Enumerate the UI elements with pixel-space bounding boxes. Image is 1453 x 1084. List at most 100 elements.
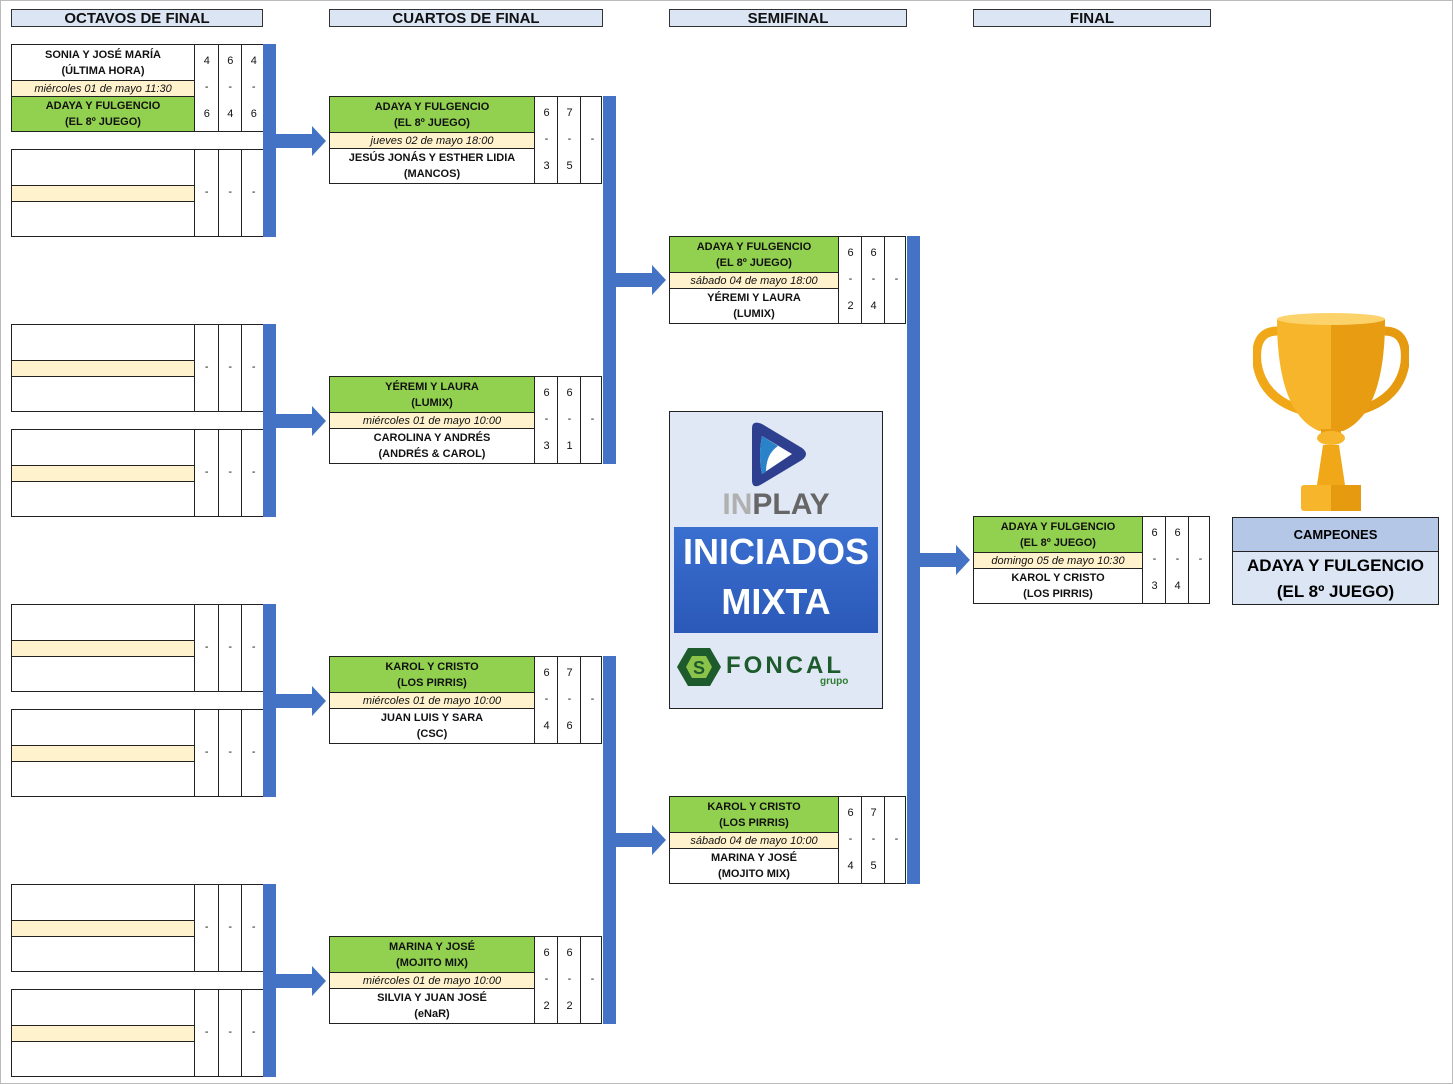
team-alias: (MOJITO MIX) bbox=[718, 868, 790, 880]
team-name: ADAYA Y FULGENCIO bbox=[374, 100, 490, 113]
set-1-column: 6-3 bbox=[534, 97, 558, 183]
match-r16-2: --- bbox=[11, 149, 264, 237]
team-bottom: CAROLINA Y ANDRÉS(ANDRÉS & CAROL) bbox=[330, 429, 534, 463]
set-score: 4 bbox=[203, 55, 210, 67]
set-1-column: - bbox=[194, 990, 219, 1076]
team-name: ADAYA Y FULGENCIO bbox=[1000, 520, 1116, 533]
header-quarterfinals: CUARTOS DE FINAL bbox=[329, 9, 603, 27]
set-score: 6 bbox=[543, 667, 550, 679]
set-2-column: - bbox=[217, 430, 243, 516]
set-3-column: - bbox=[884, 237, 908, 323]
set-score: - bbox=[204, 921, 209, 933]
connector-bar bbox=[907, 236, 920, 884]
set-2-column: 6-4 bbox=[861, 237, 885, 323]
team-name: KAROL Y CRISTO bbox=[385, 660, 479, 673]
set-2-column: - bbox=[217, 990, 243, 1076]
set-score: - bbox=[848, 833, 853, 845]
set-score: - bbox=[567, 693, 572, 705]
team-top: ADAYA Y FULGENCIO(EL 8º JUEGO) bbox=[974, 517, 1142, 552]
set-score: 5 bbox=[566, 160, 573, 172]
team-bottom: KAROL Y CRISTO(LOS PIRRIS) bbox=[974, 569, 1142, 603]
set-score: 7 bbox=[566, 667, 573, 679]
team-alias: (LOS PIRRIS) bbox=[397, 676, 467, 689]
set-2-column: 6-4 bbox=[217, 45, 243, 131]
set-score: - bbox=[251, 361, 256, 373]
sponsor-sub: grupo bbox=[820, 676, 849, 687]
match-date bbox=[12, 640, 194, 657]
set-1-column: 6-4 bbox=[534, 657, 558, 743]
set-score: - bbox=[228, 641, 233, 653]
set-score: - bbox=[251, 1026, 256, 1038]
set-score: - bbox=[894, 273, 899, 285]
set-2-column: 6-2 bbox=[557, 937, 581, 1023]
set-2-column: - bbox=[217, 605, 243, 691]
connector-shaft bbox=[616, 273, 652, 287]
set-score: 1 bbox=[566, 440, 573, 452]
set-score: - bbox=[848, 273, 853, 285]
set-3-column: - bbox=[580, 97, 604, 183]
foncal-hexagon-icon: S bbox=[677, 648, 721, 686]
set-score: 4 bbox=[847, 860, 854, 872]
set-2-column: 7-5 bbox=[861, 797, 885, 883]
set-score: - bbox=[544, 973, 549, 985]
set-2-column: - bbox=[217, 325, 243, 411]
set-score: 4 bbox=[250, 55, 257, 67]
set-score: 2 bbox=[847, 300, 854, 312]
team-top bbox=[12, 990, 194, 1025]
team-name: KAROL Y CRISTO bbox=[1011, 572, 1105, 584]
category-banner: INICIADOS MIXTA bbox=[674, 527, 878, 633]
set-score: 6 bbox=[543, 107, 550, 119]
match-date bbox=[12, 1025, 194, 1042]
set-2-column: - bbox=[217, 710, 243, 796]
team-bottom: MARINA Y JOSÉ(MOJITO MIX) bbox=[670, 849, 838, 883]
team-top bbox=[12, 605, 194, 640]
set-score: 7 bbox=[870, 807, 877, 819]
set-score: 6 bbox=[847, 807, 854, 819]
set-3-column: - bbox=[241, 605, 266, 691]
set-score: 6 bbox=[566, 720, 573, 732]
connector-bar bbox=[603, 96, 616, 464]
set-score: - bbox=[251, 641, 256, 653]
connector-shaft bbox=[276, 414, 312, 428]
team-top: KAROL Y CRISTO(LOS PIRRIS) bbox=[670, 797, 838, 832]
match-date bbox=[12, 465, 194, 482]
set-score: - bbox=[544, 413, 549, 425]
set-score: - bbox=[1152, 553, 1157, 565]
set-2-column: - bbox=[217, 150, 243, 236]
match-date: jueves 02 de mayo 18:00 bbox=[330, 132, 534, 149]
connector-shaft bbox=[276, 694, 312, 708]
team-top bbox=[12, 150, 194, 185]
set-2-column: 6-1 bbox=[557, 377, 581, 463]
team-bottom: YÉREMI Y LAURA(LUMIX) bbox=[670, 289, 838, 323]
set-score: - bbox=[251, 81, 256, 93]
set-1-column: 6-3 bbox=[534, 377, 558, 463]
arrow-right-icon bbox=[652, 825, 666, 855]
inplay-play-icon bbox=[752, 422, 806, 487]
team-top bbox=[12, 885, 194, 920]
connector-bar bbox=[603, 656, 616, 1024]
team-bottom bbox=[12, 482, 194, 516]
set-3-column: - bbox=[241, 710, 266, 796]
team-top bbox=[12, 430, 194, 465]
match-date: miércoles 01 de mayo 10:00 bbox=[330, 972, 534, 989]
match-date: miércoles 01 de mayo 10:00 bbox=[330, 412, 534, 429]
set-3-column: - bbox=[580, 377, 604, 463]
set-score: - bbox=[871, 273, 876, 285]
team-name: ADAYA Y FULGENCIO bbox=[45, 100, 161, 112]
arrow-right-icon bbox=[312, 966, 326, 996]
team-top: ADAYA Y FULGENCIO(EL 8º JUEGO) bbox=[330, 97, 534, 132]
set-2-column: 7-5 bbox=[557, 97, 581, 183]
team-bottom bbox=[12, 202, 194, 236]
trophy-icon bbox=[1253, 313, 1409, 511]
team-alias: (MOJITO MIX) bbox=[396, 956, 468, 969]
set-1-column: 4-6 bbox=[194, 45, 219, 131]
set-score: 7 bbox=[566, 107, 573, 119]
team-alias: (ÚLTIMA HORA) bbox=[61, 64, 145, 77]
arrow-right-icon bbox=[312, 126, 326, 156]
set-3-column: - bbox=[241, 990, 266, 1076]
connector-bar bbox=[263, 604, 276, 797]
match-qf-2: YÉREMI Y LAURA(LUMIX)miércoles 01 de may… bbox=[329, 376, 602, 464]
team-top: SONIA Y JOSÉ MARÍA(ÚLTIMA HORA) bbox=[12, 45, 194, 80]
set-3-column: - bbox=[580, 937, 604, 1023]
set-2-column: - bbox=[217, 885, 243, 971]
